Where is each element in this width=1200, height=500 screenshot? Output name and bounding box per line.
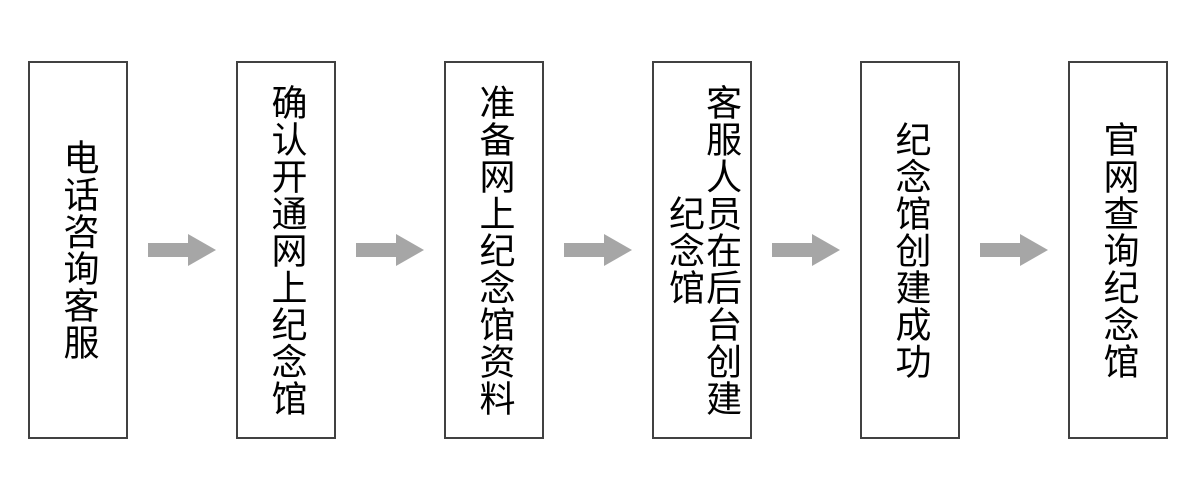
- flow-connector-arrow-5: [960, 230, 1068, 270]
- flow-node-label: 电话咨询客服: [57, 139, 99, 361]
- flow-connector-arrow-4: [752, 230, 860, 270]
- flow-node-label: 客服人员在后台创建纪念馆: [663, 83, 742, 417]
- flow-node-label: 准备网上纪念馆资料: [473, 83, 515, 417]
- arrow-head: [604, 234, 632, 266]
- arrow-shaft: [772, 243, 814, 257]
- arrow-shaft: [564, 243, 606, 257]
- right-arrow-icon: [772, 234, 840, 266]
- arrow-head: [1020, 234, 1048, 266]
- flow-node-step-6[interactable]: 官网查询纪念馆: [1068, 61, 1168, 439]
- flow-node-label: 官网查询纪念馆: [1097, 120, 1139, 380]
- arrow-head: [188, 234, 216, 266]
- flow-node-step-4[interactable]: 客服人员在后台创建纪念馆: [652, 61, 752, 439]
- flow-connector-arrow-2: [336, 230, 444, 270]
- arrow-shaft: [356, 243, 398, 257]
- arrow-shaft: [148, 243, 190, 257]
- flow-node-label: 纪念馆创建成功: [889, 120, 931, 380]
- flow-connector-arrow-3: [544, 230, 652, 270]
- flow-node-step-5[interactable]: 纪念馆创建成功: [860, 61, 960, 439]
- flow-node-step-1[interactable]: 电话咨询客服: [28, 61, 128, 439]
- right-arrow-icon: [148, 234, 216, 266]
- flow-node-step-2[interactable]: 确认开通网上纪念馆: [236, 61, 336, 439]
- arrow-head: [812, 234, 840, 266]
- right-arrow-icon: [980, 234, 1048, 266]
- arrow-head: [396, 234, 424, 266]
- right-arrow-icon: [356, 234, 424, 266]
- arrow-shaft: [980, 243, 1022, 257]
- right-arrow-icon: [564, 234, 632, 266]
- flow-node-step-3[interactable]: 准备网上纪念馆资料: [444, 61, 544, 439]
- flow-connector-arrow-1: [128, 230, 236, 270]
- flow-node-label: 确认开通网上纪念馆: [265, 83, 307, 417]
